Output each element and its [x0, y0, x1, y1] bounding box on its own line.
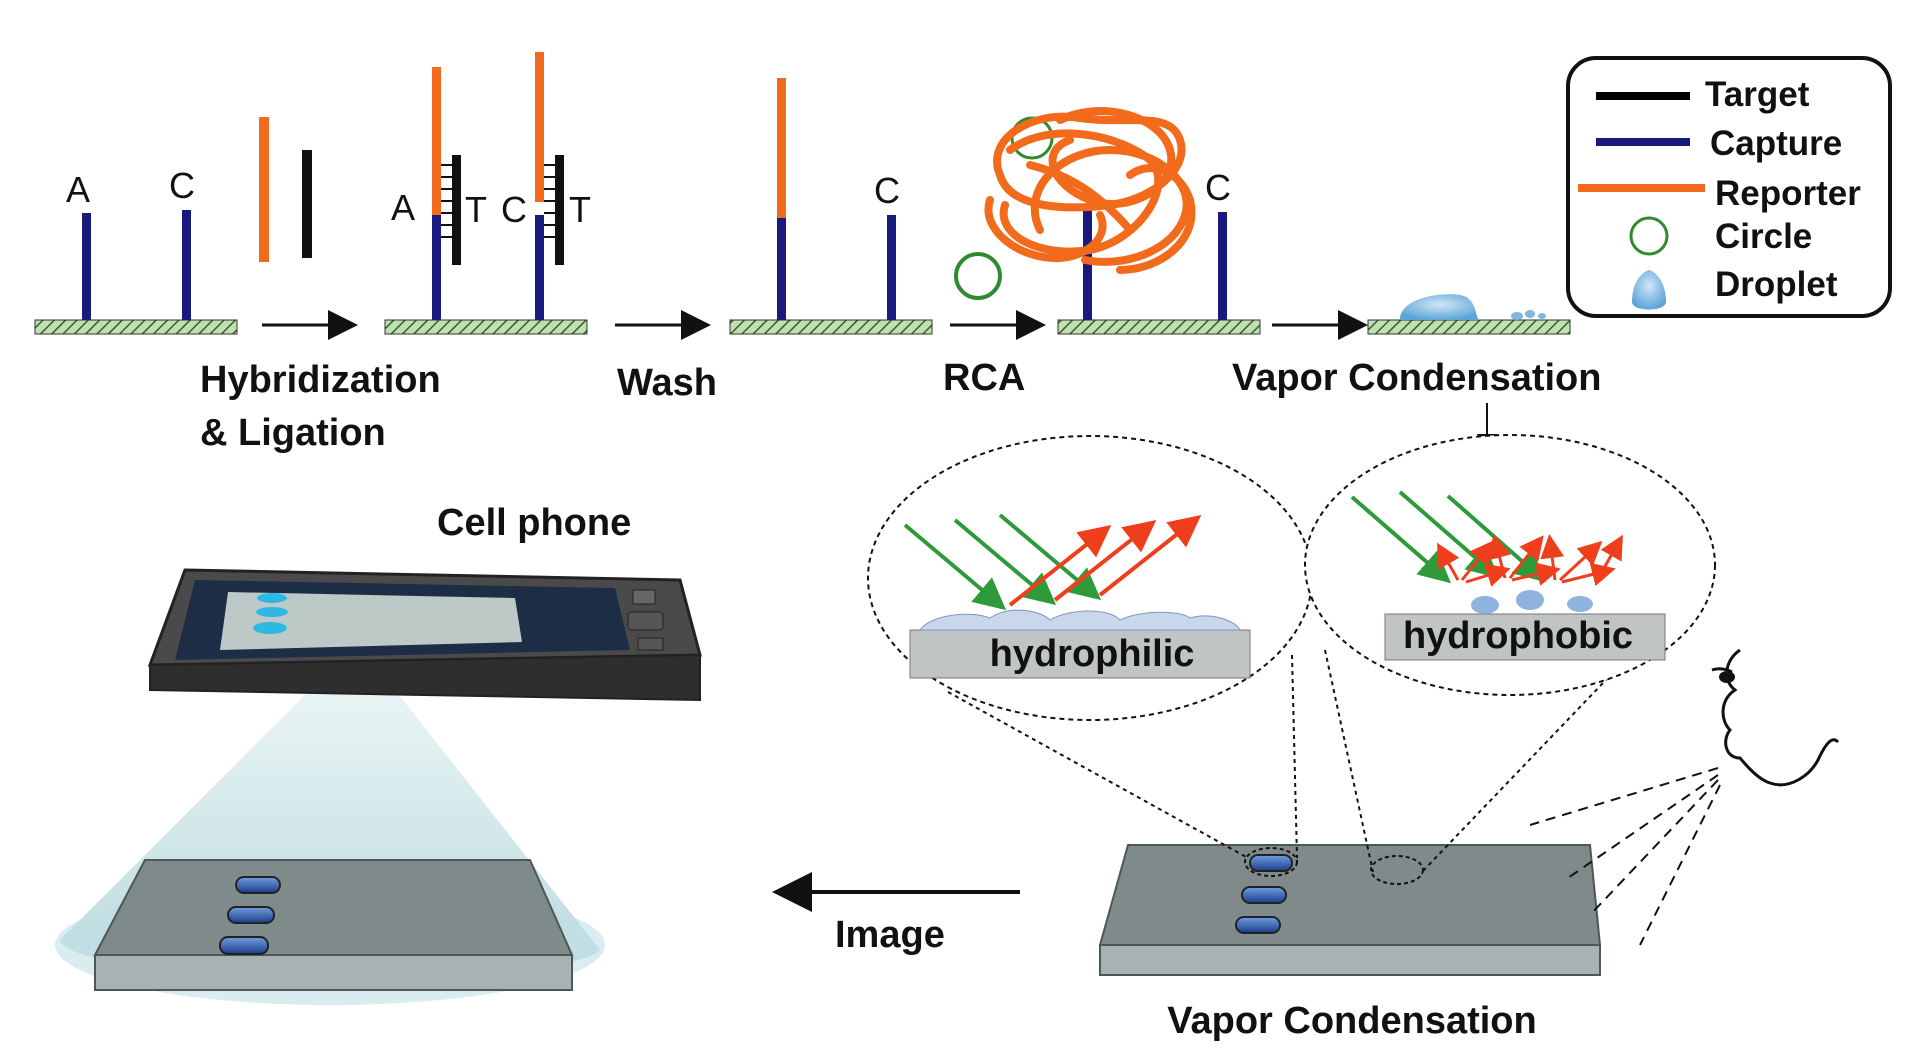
legend-target: Target — [1705, 75, 1810, 114]
legend-circle: Circle — [1715, 217, 1812, 256]
base-label-c: C — [1205, 167, 1231, 208]
surface-block — [1384, 613, 1666, 661]
condensation-chip — [1098, 844, 1602, 976]
hydrophobic-zoom: hydrophobic — [1304, 434, 1716, 696]
panel-wash: C — [729, 78, 933, 335]
base-label-a: A — [66, 169, 90, 210]
droplet-small — [1538, 313, 1546, 319]
hydrophilic-label: hydrophilic — [990, 633, 1195, 675]
phone-imaging — [55, 568, 702, 1005]
surface-block — [909, 629, 1251, 679]
phone-button — [637, 637, 664, 651]
capture-strand — [887, 215, 896, 320]
capture-strand — [1218, 212, 1227, 320]
rca-product — [984, 107, 1196, 274]
reporter-strand — [432, 67, 441, 215]
hydrophilic-zoom: hydrophilic — [867, 435, 1313, 721]
phone-button — [632, 589, 656, 605]
reporter-strand — [777, 78, 786, 218]
target-strand — [452, 155, 461, 265]
phone-button — [627, 611, 664, 631]
chip-surface — [93, 859, 574, 956]
panel-initial: A C — [34, 117, 312, 335]
spot-pad — [219, 936, 269, 955]
droplet-small — [1471, 596, 1499, 614]
legend-box — [1566, 56, 1892, 318]
chip-edge — [1099, 944, 1601, 976]
spot-pad — [1249, 854, 1293, 872]
image-label: Image — [835, 914, 945, 956]
vapor-bottom-label: Vapor Condensation — [1167, 1000, 1536, 1042]
eye — [1719, 671, 1735, 683]
legend-swatch-droplet — [1632, 270, 1666, 310]
zoom-region-hydrophilic — [1244, 847, 1298, 877]
phone-icon — [147, 568, 702, 702]
chip-surface — [1098, 844, 1602, 946]
chip-edge — [94, 954, 573, 991]
phone-screen — [220, 592, 522, 650]
step-label-ligation: & Ligation — [200, 412, 386, 454]
base-label-c: C — [874, 170, 900, 211]
substrate — [384, 319, 588, 335]
reporter-strand — [535, 52, 544, 202]
panel-condensed — [1367, 294, 1571, 335]
step-label-vapor: Vapor Condensation — [1232, 357, 1601, 399]
substrate — [1367, 319, 1571, 335]
base-label-c: C — [169, 165, 195, 206]
base-label-a: A — [391, 187, 415, 228]
hydrophobic-label: hydrophobic — [1403, 615, 1633, 657]
circle-template — [954, 252, 1002, 300]
target-strand — [555, 155, 564, 265]
spot-pad — [1235, 916, 1281, 934]
droplet-large — [1400, 294, 1480, 320]
legend-swatch-circle — [1629, 216, 1669, 256]
substrate — [1057, 319, 1261, 335]
capture-strand — [432, 215, 441, 320]
cell-phone-label: Cell phone — [437, 502, 631, 544]
legend-droplet: Droplet — [1715, 265, 1838, 304]
base-label-t: T — [569, 189, 591, 230]
legend-reporter: Reporter — [1715, 174, 1861, 213]
base-label-t: T — [465, 189, 487, 230]
reporter-strand — [259, 117, 269, 262]
base-label-c: C — [501, 189, 527, 230]
substrate — [34, 319, 238, 335]
substrate — [729, 319, 933, 335]
panel-hybridization: A T C T — [384, 52, 591, 335]
panel-rca: C — [954, 107, 1261, 335]
spot-pad — [235, 876, 281, 894]
capture-strand — [777, 218, 786, 320]
face-breath-icon — [1529, 648, 1840, 946]
droplet-small — [1511, 312, 1523, 320]
droplet-small — [1525, 310, 1535, 318]
droplet-small — [1516, 590, 1544, 610]
spot-pad — [227, 906, 275, 924]
target-strand — [302, 150, 312, 258]
spot-pad — [1241, 886, 1287, 904]
droplet-small — [1567, 596, 1593, 612]
capture-strand — [182, 210, 191, 320]
legend-capture: Capture — [1710, 124, 1842, 163]
legend: Target Capture Reporter Circle Droplet — [1566, 56, 1892, 318]
capture-strand — [535, 215, 544, 320]
zoom-connectors — [947, 649, 1626, 873]
capture-strand — [82, 213, 91, 320]
step-label-hybridization: Hybridization — [200, 359, 441, 401]
water-film — [919, 609, 1241, 631]
step-label-rca: RCA — [943, 357, 1025, 399]
capture-strand — [1083, 210, 1092, 320]
step-label-wash: Wash — [617, 362, 717, 404]
